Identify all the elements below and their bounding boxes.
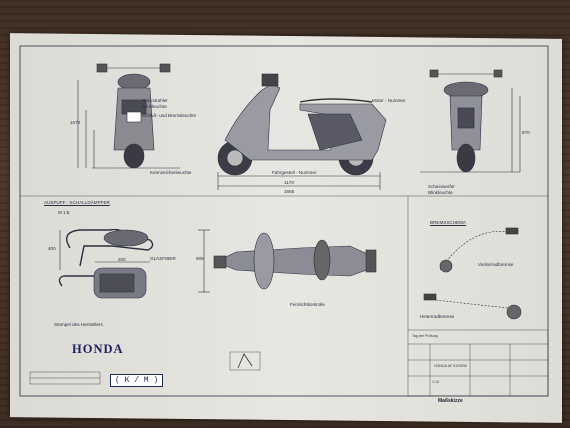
title-block bbox=[29, 329, 549, 397]
label-stamp-note: Stempel des Herstellers bbox=[54, 322, 103, 327]
label-glasfiber: GLASFIBER bbox=[150, 256, 176, 261]
dim-905: 905 bbox=[196, 256, 204, 261]
label-auspuff: AUSPUFF - SCHALLDÄMPFER bbox=[44, 200, 110, 205]
brake-schema bbox=[423, 227, 522, 320]
label-hinterradbremse: Hinterradbremse bbox=[420, 314, 455, 319]
label-rueckstrahler: Rückstrahler bbox=[142, 98, 168, 103]
label-blinkleuchte-left: Blinkleuchte bbox=[142, 104, 167, 109]
exhaust-detail bbox=[58, 228, 154, 299]
front-view-scooter bbox=[77, 63, 180, 169]
label-schluss-bremsleuchte: Schluß- und Bremsleuchte bbox=[142, 113, 197, 118]
sheet-border bbox=[19, 45, 549, 397]
dim-1665: 1665 bbox=[284, 189, 295, 194]
title-block-title: Maßskizze bbox=[438, 398, 463, 404]
dim-400: 400 bbox=[48, 246, 56, 251]
title-block-scale: 1:10 bbox=[432, 380, 439, 384]
top-view-scooter bbox=[198, 229, 377, 293]
honda-logo-text: HONDA bbox=[72, 342, 124, 356]
label-fahrgestell-nummer: Fahrgestell - Nummer bbox=[272, 170, 317, 175]
title-block-model: HONDA AF 01/SE50 bbox=[434, 364, 467, 368]
dim-200: 200 bbox=[118, 257, 126, 262]
dim-1070: 1070 bbox=[70, 120, 81, 125]
label-scale: M 1:5 bbox=[58, 210, 70, 215]
label-motor-nummer: Motor - Nummer bbox=[372, 98, 406, 103]
label-scheinwerfer: Scheinwerfer bbox=[428, 184, 455, 189]
label-fernlichtkontrolle: Fernlichtkontrolle bbox=[290, 302, 325, 307]
title-block-date: Tag der Prüfung bbox=[412, 334, 438, 338]
dim-970: 970 bbox=[522, 130, 530, 135]
dim-1170: 1170 bbox=[284, 180, 294, 185]
label-bremsschema: BREMSSCHEMA bbox=[430, 220, 466, 225]
label-blinkleuchte-right: Blinkleuchte bbox=[428, 190, 453, 195]
label-kennzeichenleuchte: Kennzeichenleuchte bbox=[150, 170, 192, 175]
label-vorderradbremse: Vorderradbremse bbox=[478, 262, 514, 267]
rear-view-scooter bbox=[420, 69, 521, 173]
side-view-scooter bbox=[217, 73, 387, 190]
km-stamp: ( K / M ) bbox=[110, 374, 164, 387]
